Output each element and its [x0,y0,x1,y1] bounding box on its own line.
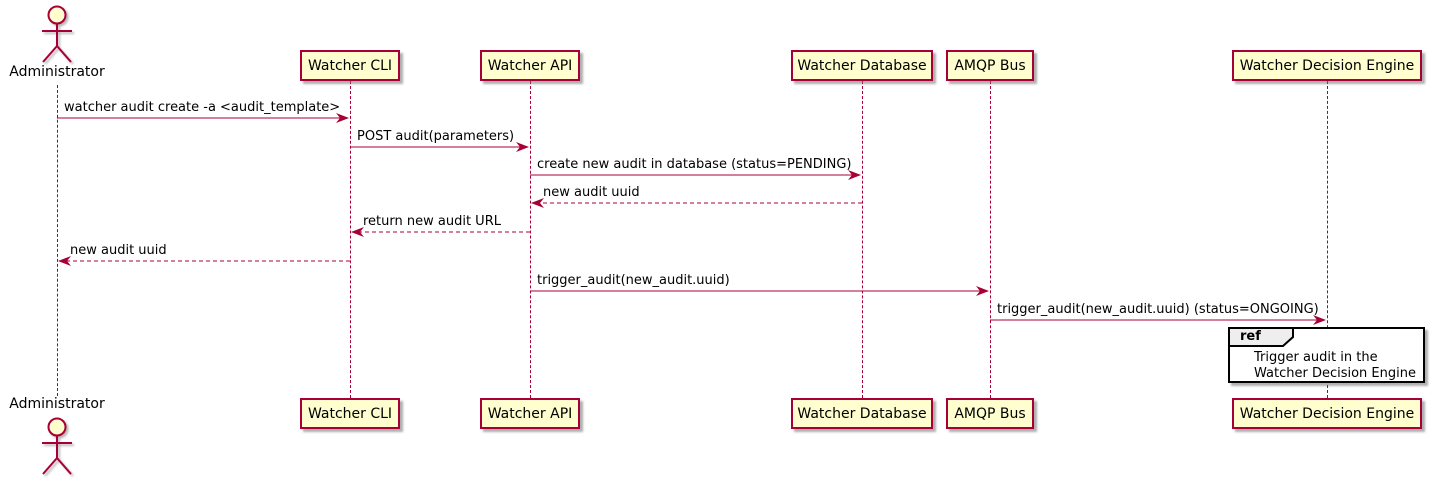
participant-label: Watcher Database [797,405,927,422]
participant-label: Watcher Decision Engine [1239,57,1415,74]
message-arrowhead-2 [848,170,861,180]
participant-label: AMQP Bus [954,57,1026,74]
message-arrowhead-6 [976,286,989,296]
actor-label-top: Administrator [9,64,105,80]
message-arrowhead-4 [351,227,364,237]
actor-figure-bottom [42,417,72,475]
actor-leg-left [42,457,58,475]
actor-label-bottom: Administrator [9,396,105,412]
message-label-1: POST audit(parameters) [357,129,515,144]
lifeline-amqp-bus [989,81,991,398]
lifeline-watcher-database [861,81,863,398]
participant-amqp-bus-top: AMQP Bus [946,50,1034,81]
ref-fragment: ref Trigger audit in the Watcher Decisio… [1228,327,1425,383]
actor-figure-top [42,5,72,63]
ref-keyword: ref [1240,329,1261,344]
actor-leg-right [56,45,72,63]
participant-label: Watcher CLI [307,405,393,422]
message-arrowhead-3 [531,198,544,208]
actor-leg-right [56,457,72,475]
participant-watcher-cli-bottom: Watcher CLI [300,398,400,429]
message-label-6: trigger_audit(new_audit.uuid) [537,273,730,288]
ref-text-line-1: Trigger audit in the [1254,350,1378,365]
message-label-5: new audit uuid [70,243,167,258]
participant-label: Watcher Database [797,57,927,74]
participant-watcher-database-bottom: Watcher Database [791,398,933,429]
message-label-7: trigger_audit(new_audit.uuid) (status=ON… [997,302,1319,317]
lifeline-watcher-cli [349,81,351,398]
message-label-2: create new audit in database (status=PEN… [537,157,852,172]
ref-tab-shape [1228,327,1294,347]
participant-watcher-decision-engine-top: Watcher Decision Engine [1232,50,1422,81]
participant-label: AMQP Bus [954,405,1026,422]
message-label-3: new audit uuid [543,185,640,200]
actor-leg-left [42,45,58,63]
participant-watcher-api-top: Watcher API [480,50,580,81]
message-arrowhead-1 [516,142,529,152]
message-label-4: return new audit URL [363,214,501,229]
participant-amqp-bus-bottom: AMQP Bus [946,398,1034,429]
participant-watcher-cli-top: Watcher CLI [300,50,400,81]
participant-label: Watcher CLI [307,57,393,74]
participant-watcher-api-bottom: Watcher API [480,398,580,429]
message-arrowhead-5 [58,256,71,266]
participant-label: Watcher API [487,57,573,74]
participant-label: Watcher API [487,405,573,422]
message-arrowhead-7 [1313,315,1326,325]
participant-label: Watcher Decision Engine [1239,405,1415,422]
message-arrowhead-0 [336,113,349,123]
ref-text-line-2: Watcher Decision Engine [1254,366,1416,381]
participant-watcher-database-top: Watcher Database [791,50,933,81]
lifeline-administrator [56,85,58,396]
message-label-0: watcher audit create -a <audit_template> [64,100,341,115]
lifeline-watcher-decision-engine [1326,81,1328,398]
participant-watcher-decision-engine-bottom: Watcher Decision Engine [1232,398,1422,429]
lifeline-watcher-api [529,81,531,398]
ref-keyword-tab [1228,327,1294,347]
